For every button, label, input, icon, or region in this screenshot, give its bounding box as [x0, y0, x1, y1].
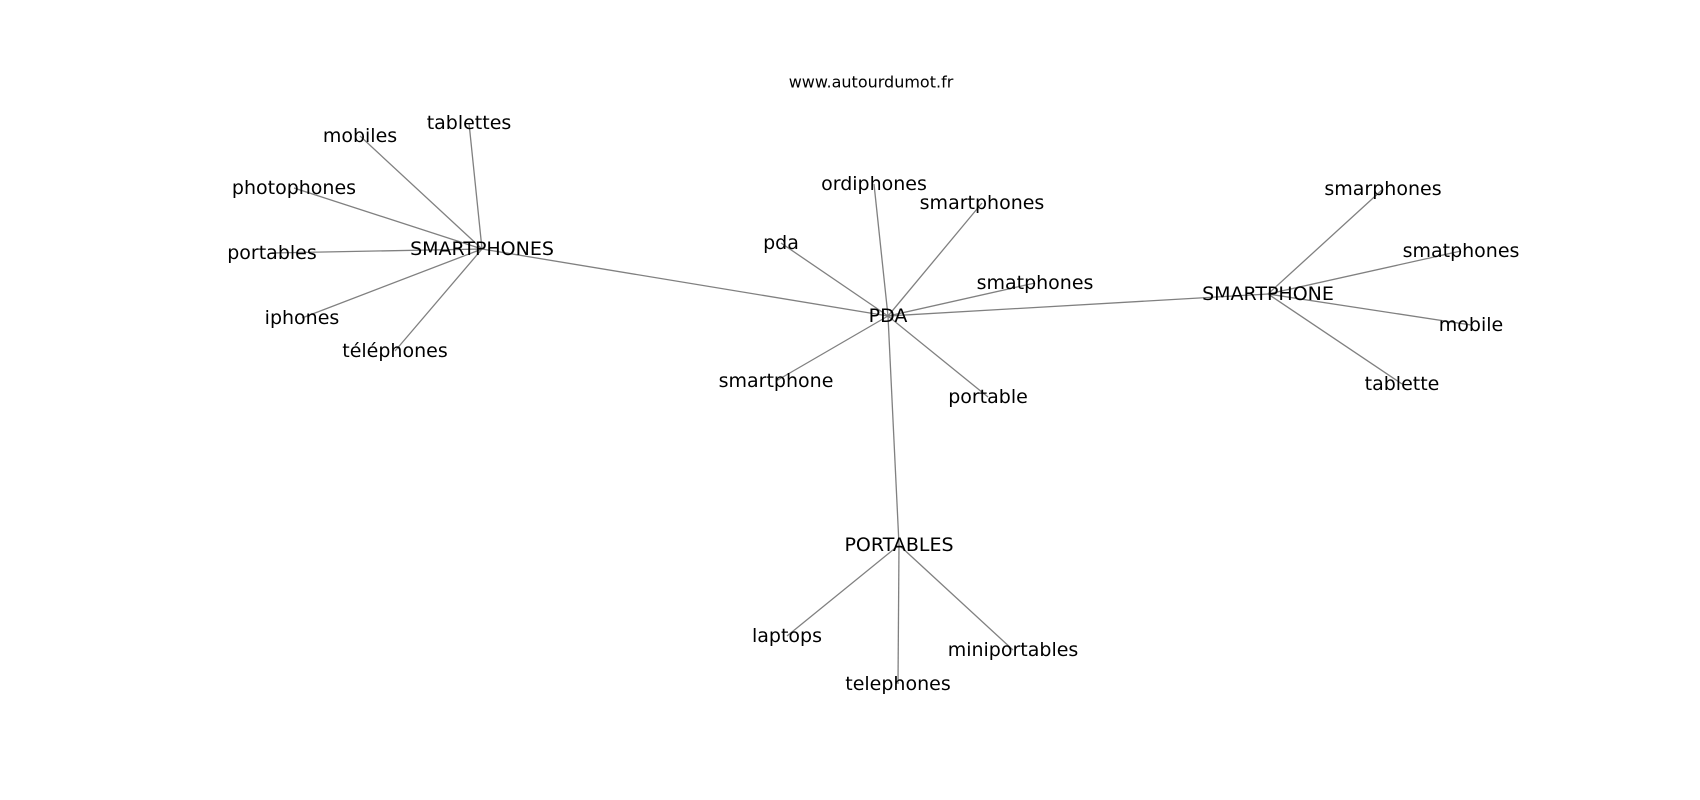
edge-smartphones_hub-tablettes	[468, 122, 483, 250]
edge-smartphone_hub-tablette	[1267, 293, 1403, 385]
edge-smartphones_hub-telephones_fr	[394, 248, 483, 352]
node-laptops[interactable]: laptops	[752, 625, 822, 647]
node-telephones_fr[interactable]: téléphones	[342, 340, 447, 362]
edge-smartphones_hub-iphones	[301, 248, 483, 319]
edges-layer	[271, 122, 1472, 685]
edge-smartphones_hub-portables	[271, 248, 483, 254]
node-smartphone[interactable]: smartphone	[719, 370, 834, 392]
edge-smartphone_hub-smatphones	[1267, 250, 1462, 295]
node-portables_hub[interactable]: PORTABLES	[844, 534, 953, 556]
node-portable[interactable]: portable	[948, 386, 1028, 408]
node-smatphones[interactable]: smatphones	[1403, 240, 1520, 262]
node-smarphones[interactable]: smarphones	[1324, 178, 1441, 200]
edge-pda-ordiphones	[873, 183, 889, 317]
node-iphones[interactable]: iphones	[265, 307, 340, 329]
edge-pda-smartphone	[775, 315, 889, 382]
node-pda[interactable]: PDA	[869, 305, 908, 327]
edge-pda-smartphone_hub	[887, 293, 1269, 317]
node-photophones[interactable]: photophones	[232, 177, 356, 199]
node-telephones[interactable]: telephones	[845, 673, 950, 695]
edge-pda-smatphones_pda	[887, 282, 1036, 317]
edge-pda-smartphones_hub	[481, 248, 889, 317]
node-ordiphones[interactable]: ordiphones	[821, 173, 927, 195]
node-pda_lower[interactable]: pda	[763, 232, 799, 254]
edge-smartphones_hub-mobiles	[359, 135, 483, 250]
node-mobile[interactable]: mobile	[1439, 314, 1503, 336]
node-smatphones_pda[interactable]: smatphones	[977, 272, 1094, 294]
node-smartphones[interactable]: smartphones	[920, 192, 1045, 214]
edge-pda-portable	[887, 315, 989, 398]
node-tablettes[interactable]: tablettes	[427, 112, 512, 134]
node-smartphone_hub[interactable]: SMARTPHONE	[1202, 283, 1334, 305]
edge-smartphone_hub-mobile	[1267, 293, 1472, 326]
source-watermark: www.autourdumot.fr	[789, 73, 954, 92]
edge-smartphones_hub-photophones	[293, 187, 483, 250]
edge-portables_hub-miniportables	[898, 544, 1014, 651]
edge-pda-pda_lower	[780, 242, 889, 317]
node-miniportables[interactable]: miniportables	[948, 639, 1079, 661]
node-portables[interactable]: portables	[227, 242, 317, 264]
edge-smartphone_hub-smarphones	[1267, 188, 1384, 295]
edge-portables_hub-laptops	[786, 544, 900, 637]
edge-pda-smartphones	[887, 202, 983, 317]
node-mobiles[interactable]: mobiles	[323, 125, 397, 147]
node-tablette[interactable]: tablette	[1365, 373, 1440, 395]
edge-pda-portables_hub	[887, 315, 900, 546]
edge-portables_hub-telephones	[897, 544, 900, 685]
node-smartphones_hub[interactable]: SMARTPHONES	[410, 238, 554, 260]
nodes-layer: PDASMARTPHONESSMARTPHONEPORTABLESmobiles…	[227, 112, 1519, 695]
